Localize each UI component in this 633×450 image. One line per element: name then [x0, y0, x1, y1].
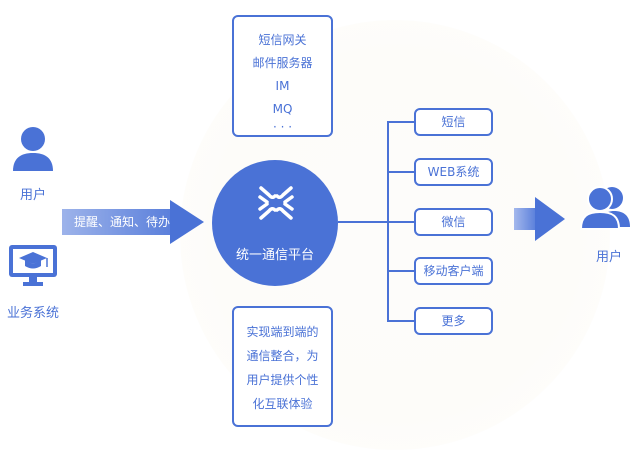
platform-logo-icon — [258, 186, 294, 220]
output-arrow — [514, 197, 566, 241]
description-line: 通信整合，为 — [246, 349, 319, 363]
platform-title: 统一通信平台 — [235, 248, 314, 263]
channel-sms: 短信 — [414, 108, 493, 136]
users-group-icon — [580, 186, 630, 230]
channel-wechat: 微信 — [414, 208, 493, 236]
description-line: 用户提供个性 — [246, 373, 319, 387]
arrow-body — [514, 208, 536, 230]
connector-main — [338, 221, 388, 223]
gateway-item: · · · — [272, 120, 293, 134]
arrow-head — [170, 200, 204, 244]
right-user-label: 用户 — [595, 250, 622, 265]
input-arrow: 提醒、通知、待办 — [62, 200, 204, 244]
channel-web: WEB系统 — [414, 158, 493, 186]
connector-branch — [387, 221, 415, 223]
person-icon — [13, 127, 53, 171]
monitor-graduation-cap-icon — [9, 245, 57, 286]
arrow-head — [535, 197, 565, 241]
gateway-item: IM — [275, 79, 290, 93]
gateway-item: MQ — [272, 102, 293, 116]
connector-branch — [387, 320, 415, 322]
connector-branch — [387, 171, 415, 173]
connector-branch — [387, 121, 415, 123]
description-line: 实现端到端的 — [246, 325, 319, 339]
arrow-body — [62, 209, 172, 235]
description-box: 实现端到端的 通信整合，为 用户提供个性 化互联体验 — [232, 306, 333, 427]
connector-branch — [387, 270, 415, 272]
left-user-label: 用户 — [19, 188, 46, 203]
channel-mobile: 移动客户端 — [414, 257, 493, 285]
gateway-item: 邮件服务器 — [252, 56, 313, 70]
platform-node: 统一通信平台 — [212, 160, 338, 286]
gateway-item: 短信网关 — [258, 33, 307, 47]
description-line: 化互联体验 — [252, 397, 313, 411]
channel-more: 更多 — [414, 307, 493, 335]
business-system-label: 业务系统 — [6, 306, 59, 321]
gateway-box: 短信网关 邮件服务器 IM MQ · · · — [232, 15, 333, 137]
input-arrow-text: 提醒、通知、待办 — [74, 215, 171, 229]
